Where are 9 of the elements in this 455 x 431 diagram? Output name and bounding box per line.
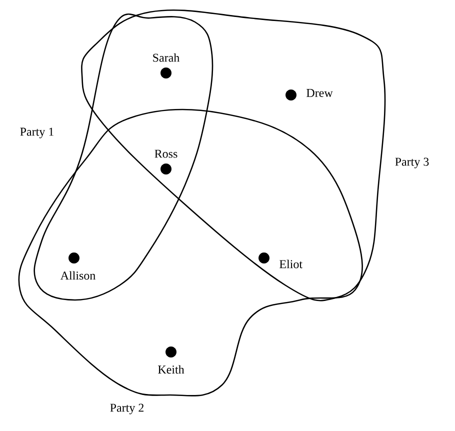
person-label: Ross (154, 150, 178, 158)
party-label: Party 2 (110, 404, 144, 414)
party-label: Party 1 (20, 128, 54, 138)
person-label: Eliot (280, 260, 302, 268)
person-label: Allison (60, 271, 96, 280)
person-label: Drew (306, 89, 333, 97)
party-label: Party 3 (395, 158, 429, 168)
person-label: Sarah (153, 53, 180, 62)
person-label: Keith (158, 365, 184, 374)
